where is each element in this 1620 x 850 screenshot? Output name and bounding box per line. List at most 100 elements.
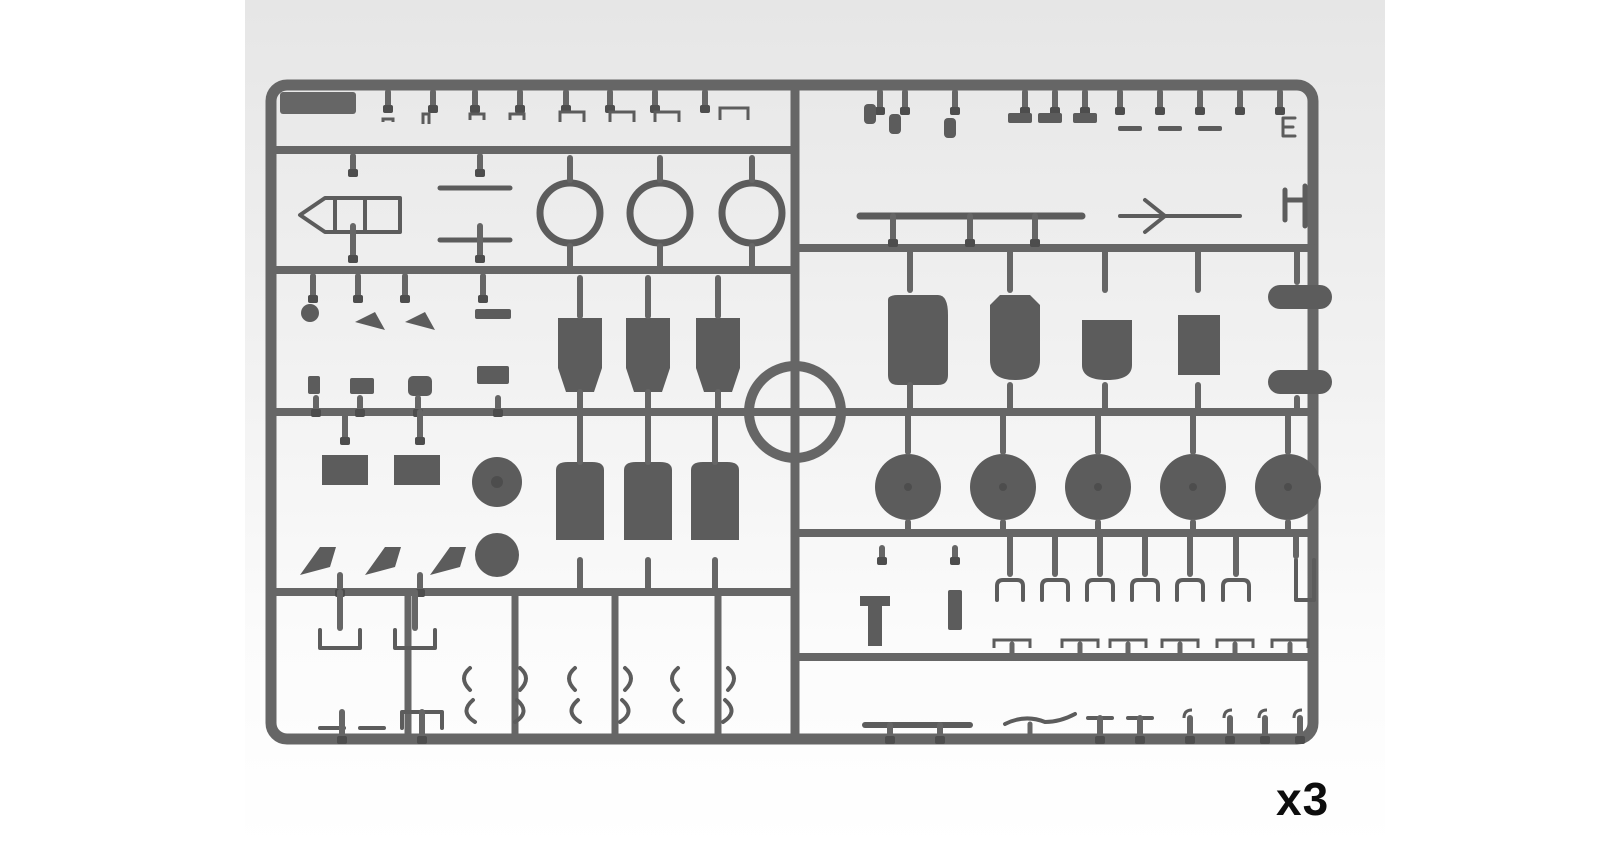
sprue-bracket-part xyxy=(300,547,466,575)
sprue-gate xyxy=(950,557,960,565)
sprue-gate xyxy=(400,295,410,303)
sprue-part xyxy=(408,376,432,396)
sprue-gate xyxy=(383,105,393,113)
sprue-part xyxy=(992,638,1032,648)
sprue-part xyxy=(355,312,435,330)
sprue-hub xyxy=(999,483,1007,491)
sprue-part xyxy=(608,110,636,122)
sprue-part xyxy=(508,112,526,120)
sprue-part xyxy=(1292,708,1303,719)
sprue-gate xyxy=(417,736,427,744)
sprue-clip-part xyxy=(567,666,633,724)
sprue-gate xyxy=(1195,107,1205,115)
sprue-hook-part xyxy=(1085,578,1115,602)
sprue-shield-part xyxy=(556,462,604,540)
sprue-gate xyxy=(1115,107,1125,115)
sprue-shield-part xyxy=(626,318,670,392)
sprue-part xyxy=(944,118,956,138)
sprue-part xyxy=(889,114,901,134)
sprue-hub xyxy=(1094,483,1102,491)
sprue-part xyxy=(1160,638,1200,648)
sprue-part xyxy=(1270,638,1310,648)
sprue-part xyxy=(1215,638,1255,648)
sprue-hook-part xyxy=(995,578,1025,602)
sprue-gate xyxy=(475,255,485,263)
sprue-ring xyxy=(718,179,786,247)
sprue-gate xyxy=(353,295,363,303)
sprue-part xyxy=(1060,638,1100,648)
sprue-hub xyxy=(904,483,912,491)
sprue-part xyxy=(1003,712,1077,726)
sprue-can-part xyxy=(322,455,368,485)
sprue-part xyxy=(653,110,681,122)
sprue-part xyxy=(1198,126,1222,131)
sprue-part xyxy=(350,378,374,394)
sprue-part xyxy=(1281,116,1297,138)
sprue-gate xyxy=(308,295,318,303)
sprue-gate xyxy=(877,557,887,565)
sprue-gate xyxy=(875,107,885,115)
sprue-part xyxy=(477,366,509,384)
sprue-gate xyxy=(337,736,347,744)
sprue-part xyxy=(1143,198,1167,234)
sprue-gate xyxy=(311,409,321,417)
sprue-center-ring xyxy=(744,361,846,463)
sprue-part xyxy=(393,628,437,650)
sprue-gate xyxy=(1155,107,1165,115)
sprue-part xyxy=(1222,708,1233,719)
sprue-tag xyxy=(280,92,356,114)
sprue-gate xyxy=(493,409,503,417)
sprue-shield-part xyxy=(624,462,672,540)
sprue-gate xyxy=(1275,107,1285,115)
sprue-part xyxy=(308,376,320,394)
sprue-gate xyxy=(700,105,710,113)
sprue-part xyxy=(558,110,586,122)
sprue-part xyxy=(1118,126,1142,131)
sprue-wheel-part xyxy=(475,533,519,577)
sprue-gate xyxy=(1135,736,1145,744)
sprue-part xyxy=(860,596,890,646)
sprue-gate xyxy=(1030,239,1040,247)
sprue-gate xyxy=(470,105,480,113)
sprue-gate xyxy=(1295,736,1305,744)
sprue-gate xyxy=(1235,107,1245,115)
sprue-part xyxy=(1282,183,1308,229)
sprue-ring xyxy=(626,179,694,247)
sprue-gate xyxy=(888,239,898,247)
sprue-clip-part xyxy=(670,666,736,724)
sprue-part xyxy=(1294,558,1316,602)
sprue-part xyxy=(948,590,962,630)
quantity-label: x3 xyxy=(1276,773,1330,825)
sprue-gate xyxy=(950,107,960,115)
sprue-hub xyxy=(1284,483,1292,491)
sprue-seat-part xyxy=(990,295,1040,380)
sprue-seat-part xyxy=(1082,320,1132,380)
sprue-hook-part xyxy=(1130,578,1160,602)
sprue-shield-part xyxy=(696,318,740,392)
sprue-part xyxy=(318,628,362,650)
sprue-gate xyxy=(885,736,895,744)
sprue-hook-part xyxy=(1175,578,1205,602)
sprue-part xyxy=(718,106,750,120)
sprue-clip-part xyxy=(462,666,528,724)
sprue-gate xyxy=(1185,736,1195,744)
sprue-part xyxy=(421,112,431,124)
sprue-can-part xyxy=(394,455,440,485)
sprue-gate xyxy=(340,437,350,445)
sprue-gate xyxy=(1260,736,1270,744)
sprue-gate xyxy=(348,169,358,177)
sprue-seat-part xyxy=(888,295,948,385)
sprue-gate xyxy=(428,105,438,113)
sprue-gate xyxy=(965,239,975,247)
sprue-part xyxy=(475,309,511,319)
sprue-part xyxy=(1073,113,1097,123)
sprue-part xyxy=(381,117,395,122)
sprue-gate xyxy=(415,437,425,445)
sprue-gate xyxy=(355,409,365,417)
sprue-gate xyxy=(1095,736,1105,744)
sprue-gate xyxy=(478,295,488,303)
sprue-part xyxy=(864,104,876,124)
sprue-cylinder-part xyxy=(1268,285,1332,309)
